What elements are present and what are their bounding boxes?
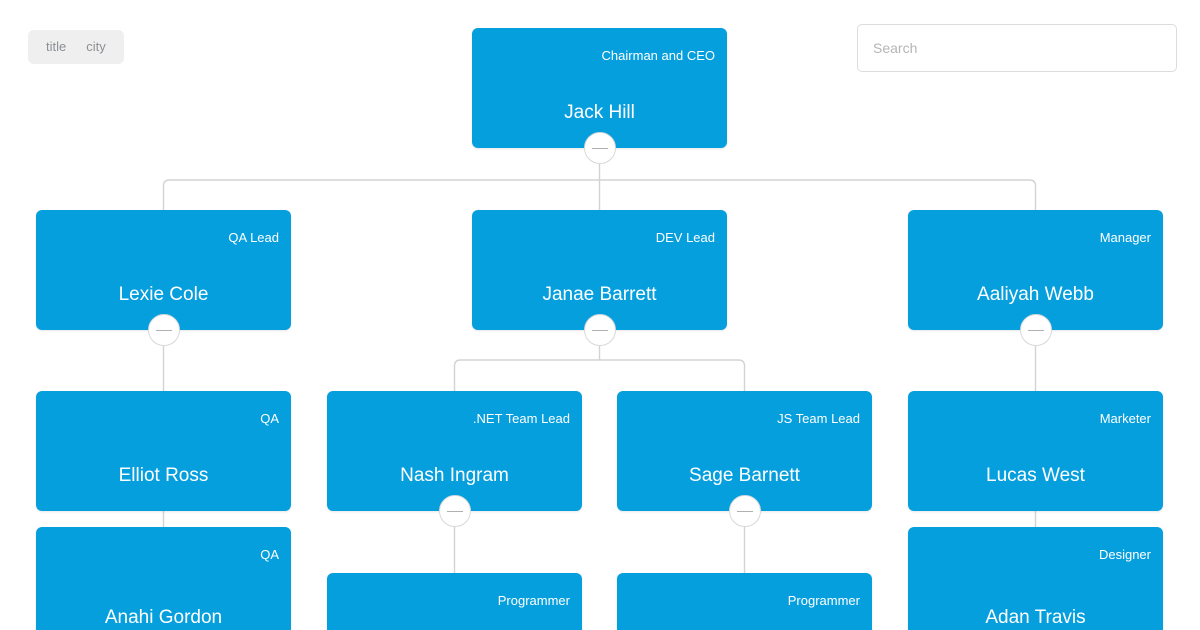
org-node-name: Nash Ingram — [400, 465, 509, 486]
org-node-title: QA — [260, 547, 279, 562]
org-node-name: Adan Travis — [985, 607, 1086, 628]
collapse-toggle-n1[interactable] — [583, 132, 616, 164]
org-node-title: Marketer — [1099, 411, 1151, 426]
search-input[interactable] — [857, 24, 1177, 72]
toggle-city[interactable]: city — [76, 30, 116, 64]
collapse-toggle-n3[interactable] — [583, 314, 616, 346]
org-node-name: Janae Barrett — [542, 284, 657, 305]
collapse-toggle-n4[interactable] — [1019, 314, 1052, 346]
org-node-title: JS Team Lead — [777, 411, 860, 426]
org-node-name: Elliot Ross — [118, 465, 209, 486]
org-node-name: Lexie Cole — [118, 284, 209, 305]
org-node-title: QA — [260, 411, 279, 426]
toggle-title[interactable]: title — [36, 30, 76, 64]
collapse-toggle-n7[interactable] — [728, 495, 761, 527]
org-node-n10[interactable]: Programmer — [327, 573, 582, 630]
org-node-title: Manager — [1099, 230, 1151, 245]
org-node-n1[interactable]: Chairman and CEO Jack Hill — [472, 28, 727, 148]
org-node-title: Programmer — [497, 593, 570, 608]
org-node-title: .NET Team Lead — [472, 411, 570, 426]
connector-bus-dev — [453, 359, 746, 391]
org-node-name: Jack Hill — [564, 102, 635, 123]
org-node-n11[interactable]: Programmer — [617, 573, 872, 630]
org-node-name: Aaliyah Webb — [977, 284, 1094, 305]
org-node-title: QA Lead — [228, 230, 279, 245]
org-node-name: Anahi Gordon — [104, 607, 223, 628]
collapse-toggle-n2[interactable] — [147, 314, 180, 346]
org-node-title: Chairman and CEO — [601, 48, 715, 63]
org-node-name: Sage Barnett — [689, 465, 800, 486]
org-node-n9[interactable]: QA Anahi Gordon — [36, 527, 291, 630]
org-node-title: DEV Lead — [655, 230, 715, 245]
org-node-title: Programmer — [787, 593, 860, 608]
org-node-title: Designer — [1098, 547, 1151, 562]
org-node-name: Lucas West — [986, 465, 1085, 486]
collapse-toggle-n6[interactable] — [438, 495, 471, 527]
org-node-n5[interactable]: QA Elliot Ross — [36, 391, 291, 511]
connector-bus-ceo — [162, 179, 1037, 210]
field-toggle-group[interactable]: title city — [28, 30, 124, 64]
